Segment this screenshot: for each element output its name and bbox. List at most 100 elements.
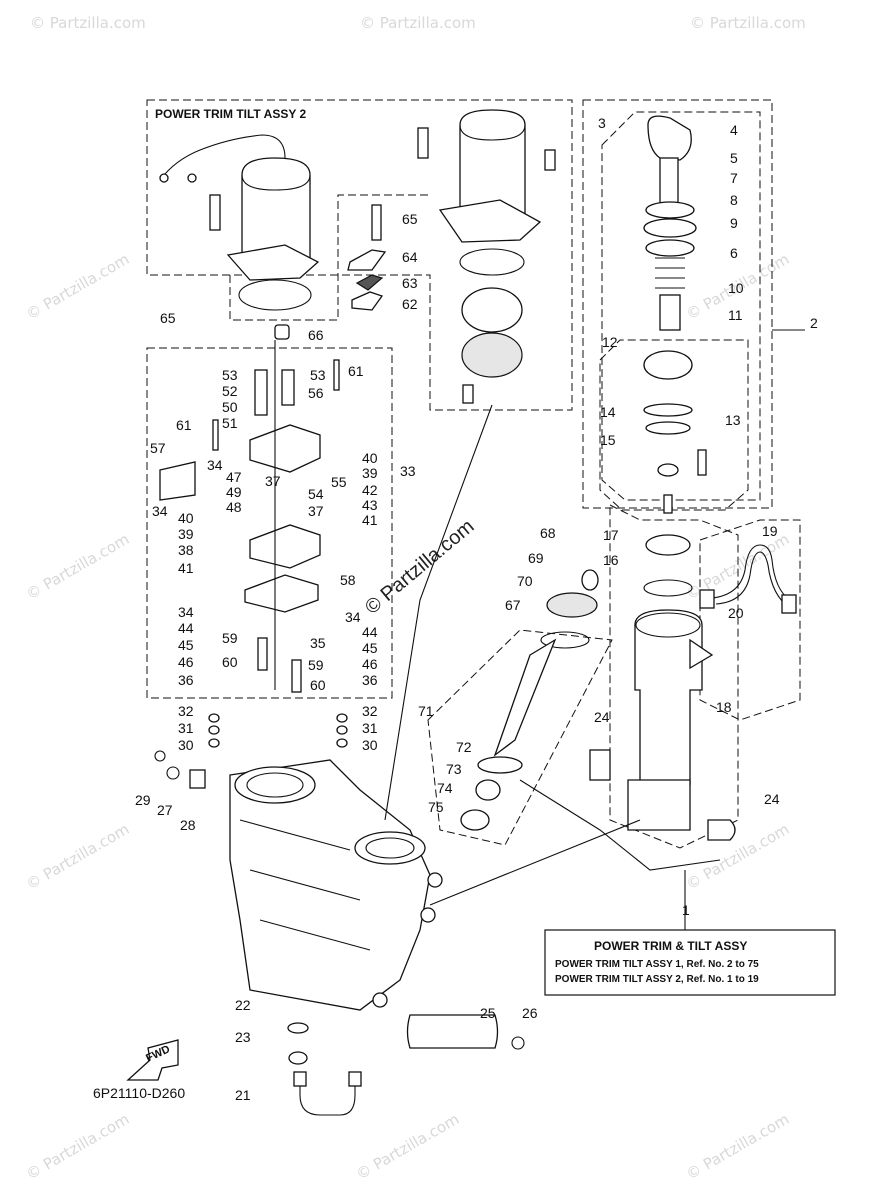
callout-label: 32 [362, 703, 378, 719]
callout-label: 8 [730, 192, 738, 208]
callout-label: 61 [348, 363, 364, 379]
callout-label: 5 [730, 150, 738, 166]
valve-body [159, 324, 340, 693]
valve-plate-parts [347, 204, 387, 311]
callout-label: 17 [603, 527, 619, 543]
callout-label: 25 [480, 1005, 496, 1021]
callout-label: 53 [310, 367, 326, 383]
callout-label: 75 [428, 799, 444, 815]
pump-motor-2 [417, 109, 556, 404]
trim-piston [460, 569, 599, 831]
callout-label: 6 [730, 245, 738, 261]
callout-label: 74 [437, 780, 453, 796]
watermark: © Partzilla.com [360, 14, 476, 32]
diagram-code: 6P21110-D260 [93, 1085, 185, 1101]
watermark: © Partzilla.com [30, 14, 146, 32]
callout-label: 68 [540, 525, 556, 541]
callout-label: 30 [178, 737, 194, 753]
callout-label: 63 [402, 275, 418, 291]
valve-body-box [146, 347, 393, 699]
leader-lines [274, 329, 805, 930]
callout-label: 38 [178, 542, 194, 558]
callout-label: 21 [235, 1087, 251, 1103]
callout-label: 22 [235, 997, 251, 1013]
callout-label: 45 [178, 637, 194, 653]
callout-label: 15 [600, 432, 616, 448]
motor-subgroup-box [229, 194, 430, 321]
callout-label: 37 [308, 503, 324, 519]
callout-label: 40 [362, 450, 378, 466]
callout-label: 9 [730, 215, 738, 231]
watermark-layer: © Partzilla.com © Partzilla.com © Partzi… [23, 14, 806, 1183]
clamp-bracket [189, 759, 443, 1011]
callout-label: 48 [226, 499, 242, 515]
callout-label: 24 [764, 791, 780, 807]
callout-label: 59 [222, 630, 238, 646]
callout-label: 55 [331, 474, 347, 490]
callout-label: 14 [600, 404, 616, 420]
piston-subgroup-box [601, 111, 761, 501]
callout-label: 33 [400, 463, 416, 479]
callout-label: 2 [810, 315, 818, 331]
callout-label: 47 [226, 469, 242, 485]
callout-label: 34 [178, 604, 194, 620]
callout-label: 59 [308, 657, 324, 673]
callout-label: 66 [308, 327, 324, 343]
watermark: © Partzilla.com [23, 1110, 132, 1183]
callout-label: 54 [308, 486, 324, 502]
callout-label: 34 [207, 457, 223, 473]
callout-label: 39 [178, 526, 194, 542]
callout-label: 37 [265, 473, 281, 489]
legend-line-1: POWER TRIM TILT ASSY 1, Ref. No. 2 to 75 [555, 959, 759, 970]
trim-cylinder-box [609, 504, 739, 849]
callout-label: 32 [178, 703, 194, 719]
callout-label: 24 [594, 709, 610, 725]
callout-label: 61 [176, 417, 192, 433]
callout-label: 57 [150, 440, 166, 456]
callout-label: 11 [728, 307, 743, 323]
callout-label: 69 [528, 550, 544, 566]
callout-label: 26 [522, 1005, 538, 1021]
trim-cylinder [627, 534, 714, 831]
watermark: © Partzilla.com [23, 530, 132, 603]
tilt-cylinder-box [582, 99, 773, 509]
watermark: © Partzilla.com [353, 1110, 462, 1183]
callout-label: 41 [362, 512, 378, 528]
callout-label: 43 [362, 497, 378, 513]
tilt-piston [643, 115, 707, 514]
callout-label: 44 [362, 624, 378, 640]
valve-subgroup-box [599, 339, 749, 511]
callout-label: 70 [517, 573, 533, 589]
callout-label: 60 [222, 654, 238, 670]
callout-label: 40 [178, 510, 194, 526]
trim-piston-box [427, 629, 613, 846]
callout-label: 36 [178, 672, 194, 688]
callout-label: 31 [362, 720, 378, 736]
callout-label: 13 [725, 412, 741, 428]
callout-label: 7 [730, 170, 738, 186]
callout-label: 56 [308, 385, 324, 401]
callout-label: 45 [362, 640, 378, 656]
watermark: © Partzilla.com [23, 250, 132, 323]
legend-title: POWER TRIM & TILT ASSY [594, 939, 747, 953]
callout-labels: 1 2 3 4 5 6 7 8 9 10 11 12 13 14 15 16 1… [135, 115, 818, 1103]
hose-box [699, 519, 801, 721]
watermark: © Partzilla.com [683, 1110, 792, 1183]
assy2-title: POWER TRIM TILT ASSY 2 [155, 107, 306, 121]
callout-label: 58 [340, 572, 356, 588]
callout-label: 53 [222, 367, 238, 383]
callout-label: 46 [362, 656, 378, 672]
callout-label: 29 [135, 792, 151, 808]
callout-label: 49 [226, 484, 242, 500]
lower-parts [154, 713, 736, 1116]
callout-label: 23 [235, 1029, 251, 1045]
callout-label: 34 [152, 503, 168, 519]
callout-label: 65 [402, 211, 418, 227]
callout-label: 52 [222, 383, 238, 399]
callout-label: 19 [762, 523, 778, 539]
callout-label: 39 [362, 465, 378, 481]
callout-label: 36 [362, 672, 378, 688]
callout-label: 73 [446, 761, 462, 777]
callout-label: 30 [362, 737, 378, 753]
